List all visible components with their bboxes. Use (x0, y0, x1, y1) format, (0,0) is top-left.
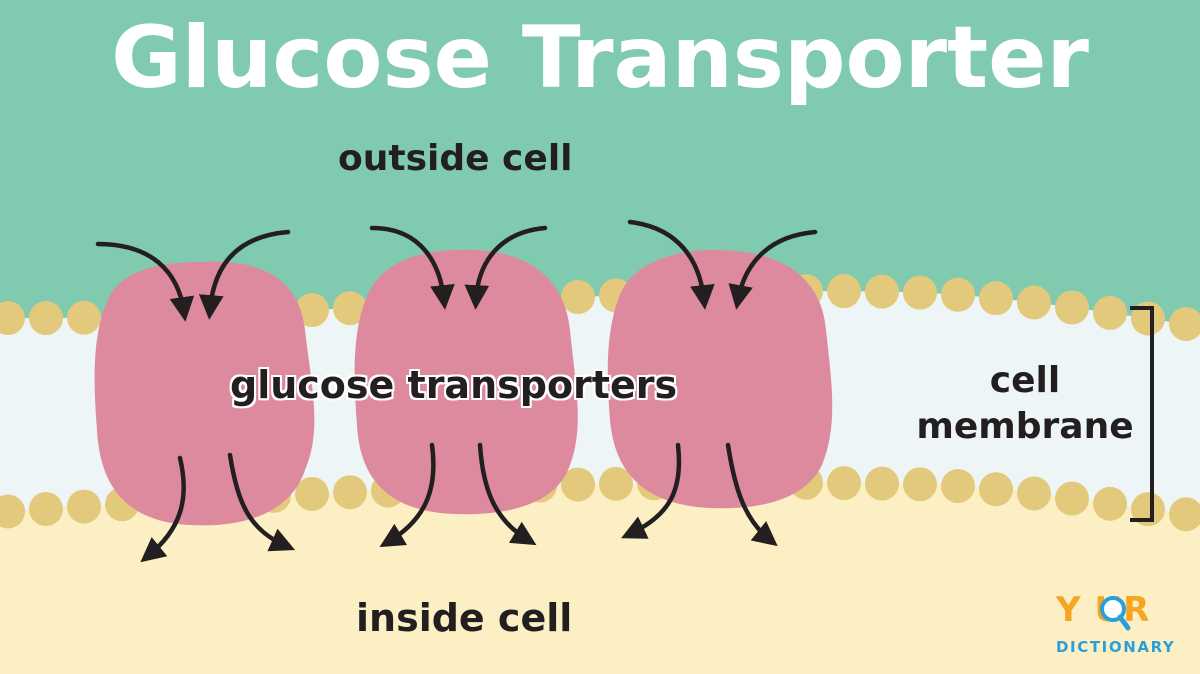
phospholipid-head (67, 489, 101, 524)
arrow-out-3b (725, 442, 778, 547)
label-cell-membrane: cell membrane (916, 360, 1134, 447)
arrow-in-2b (464, 225, 548, 310)
phospholipid-head (827, 274, 861, 309)
phospholipid-head (1055, 481, 1089, 516)
phospholipid-head (561, 467, 595, 502)
phospholipid-head (865, 466, 899, 501)
arrow-out-1b (227, 452, 296, 552)
phospholipid-head (1055, 290, 1089, 325)
diagram-title: Glucose Transporter (111, 8, 1089, 108)
logo-wordmark-bottom: DICTIONARY (1056, 638, 1176, 656)
inside-cell-region (0, 482, 1200, 674)
arrow-in-3b (728, 229, 818, 310)
phospholipid-head (1017, 285, 1051, 320)
arrow-out-3a (621, 442, 682, 539)
arrow-in-1a (95, 241, 195, 322)
arrow-out-2a (379, 442, 436, 548)
phospholipid-head (1169, 497, 1200, 532)
arrow-in-3a (627, 219, 715, 310)
phospholipid-head (865, 274, 899, 309)
label-outside-cell: outside cell (338, 138, 573, 179)
phospholipid-head (295, 293, 329, 328)
phospholipid-head (29, 301, 63, 336)
arrow-out-2b (477, 442, 537, 546)
arrow-out-1a (140, 455, 186, 563)
phospholipid-head (903, 275, 937, 310)
phospholipid-head (979, 472, 1013, 507)
phospholipid-head (599, 466, 633, 501)
label-glucose-transporters: glucose transporters (230, 363, 678, 407)
phospholipid-head (827, 466, 861, 501)
phospholipid-head (67, 300, 101, 335)
phospholipid-head (1093, 295, 1127, 330)
transporter-protein-2 (354, 249, 578, 515)
transporter-protein-3 (607, 250, 833, 509)
phospholipid-head (1131, 492, 1165, 527)
label-inside-cell: inside cell (356, 596, 573, 640)
phospholipid-head (295, 476, 329, 511)
transporter-proteins (94, 249, 833, 526)
phospholipid-head (941, 277, 975, 312)
phospholipid-head (333, 291, 367, 326)
glucose-flow-arrows (95, 219, 818, 563)
phospholipid-head (941, 469, 975, 504)
phospholipid-head (1169, 307, 1200, 342)
phospholipid-head (333, 475, 367, 510)
phospholipid-head (1017, 476, 1051, 511)
arrow-in-2a (369, 225, 455, 310)
yourdictionary-logo: Y UR DICTIONARY (1040, 590, 1190, 662)
membrane-bracket (1130, 306, 1154, 522)
arrow-in-1b (198, 229, 291, 320)
phospholipid-head (979, 281, 1013, 316)
phospholipid-head (1093, 486, 1127, 521)
phospholipid-head (0, 301, 25, 336)
transporter-protein-1 (94, 261, 315, 526)
phospholipid-head (903, 467, 937, 502)
magnifier-icon (1100, 596, 1131, 631)
phospholipid-head (561, 279, 595, 314)
phospholipid-head (29, 491, 63, 526)
phospholipid-head (0, 494, 25, 529)
